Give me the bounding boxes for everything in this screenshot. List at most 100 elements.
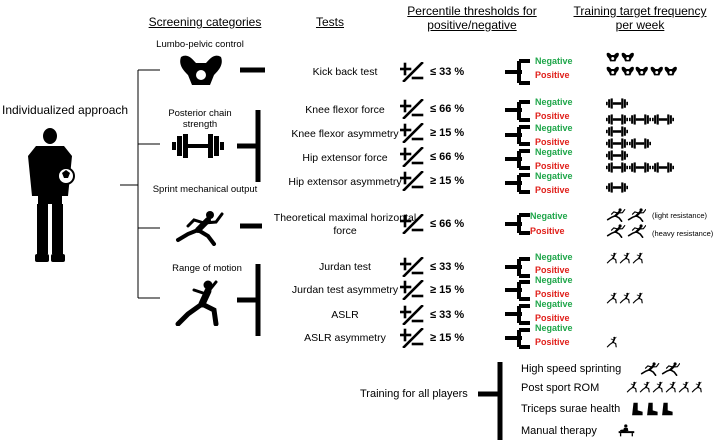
test-name: ASLR (331, 309, 359, 321)
header-tests: Tests (315, 15, 344, 29)
sprinter-icon (640, 362, 660, 376)
sprinter-icon (606, 208, 626, 222)
lunge-stretch-icon (175, 280, 219, 326)
header-thresholds: Percentile thresholds for positive/negat… (407, 4, 537, 32)
lunge-stretch-icon (632, 292, 644, 304)
dumbbell-icon (606, 98, 628, 109)
sprinter-icon (661, 362, 681, 376)
pelvis-icon (621, 66, 635, 76)
lunge-stretch-icon (691, 381, 703, 393)
threshold-value: ≤ 33 % (430, 261, 465, 273)
positive-label: Positive (535, 265, 570, 275)
positive-frequency-icons (606, 336, 618, 348)
positive-frequency-icons (606, 224, 646, 238)
threshold-value: ≥ 15 % (430, 284, 465, 296)
header-training: Training target frequency per week (573, 4, 707, 32)
lunge-stretch-icon (606, 336, 618, 348)
dumbbell-icon (629, 138, 651, 149)
light-resistance-note: (light resistance) (652, 211, 708, 220)
negative-label: Negative (530, 211, 568, 221)
positive-label: Positive (535, 70, 570, 80)
threshold-value: ≥ 15 % (430, 127, 465, 139)
dumbbell-icon (606, 162, 628, 173)
positive-frequency-icons (606, 162, 674, 173)
test-name: ASLR asymmetry (304, 332, 386, 344)
test-name: Theoretical maximal horizontal force (273, 212, 417, 237)
lunge-stretch-icon (619, 252, 631, 264)
lunge-stretch-icon (632, 252, 644, 264)
positive-label: Positive (535, 337, 570, 347)
positive-frequency-icons (606, 138, 651, 149)
pelvis-icon (635, 66, 649, 76)
threshold-value: ≤ 33 % (430, 66, 465, 78)
sprinter-icon (627, 208, 647, 222)
all-players-item-label: Post sport ROM (521, 382, 600, 394)
plus-minus-icon (398, 170, 424, 196)
pelvis-icon (621, 52, 635, 62)
all-players-item-icons (626, 381, 703, 393)
category-label-sprint: Sprint mechanical output (152, 184, 258, 195)
plus-minus-icon (398, 213, 424, 239)
positive-frequency-icons (606, 292, 644, 304)
category-label-rom: Range of motion (172, 263, 242, 274)
foot-icon (645, 402, 659, 416)
test-name: Jurdan test (319, 261, 371, 273)
pelvis-icon (606, 52, 620, 62)
threshold-value: ≤ 33 % (430, 309, 465, 321)
positive-frequency-icons (606, 66, 678, 76)
massage-table-icon (618, 424, 635, 437)
pelvis-icon (664, 66, 678, 76)
negative-label: Negative (535, 123, 573, 133)
all-players-label: Training for all players (360, 388, 468, 400)
positive-frequency-icons (606, 252, 644, 264)
test-name: Kick back test (312, 66, 378, 78)
pelvis-icon (606, 66, 620, 76)
heavy-resistance-note: (heavy resistance) (652, 229, 714, 238)
dumbbell-icon (652, 162, 674, 173)
test-name: Jurdan test asymmetry (291, 284, 399, 296)
dumbbell-icon (606, 126, 628, 137)
plus-minus-icon (398, 122, 424, 148)
all-players-item-icons (618, 424, 635, 437)
dumbbell-icon (629, 114, 651, 125)
soccer-player-icon (28, 128, 75, 262)
threshold-value: ≥ 15 % (430, 175, 465, 187)
lunge-stretch-icon (652, 381, 664, 393)
positive-label: Positive (535, 289, 570, 299)
all-players-item-label: Manual therapy (521, 425, 597, 437)
dumbbell-icon (172, 134, 224, 158)
negative-label: Negative (535, 56, 573, 66)
all-players-item-label: High speed sprinting (521, 363, 622, 375)
negative-label: Negative (535, 171, 573, 181)
pelvis-icon (650, 66, 664, 76)
pelvis-icon (180, 55, 222, 85)
sprinter-icon (627, 224, 647, 238)
negative-label: Negative (535, 323, 573, 333)
dumbbell-icon (606, 114, 628, 125)
foot-icon (660, 402, 674, 416)
plus-minus-icon (398, 304, 424, 330)
lunge-stretch-icon (665, 381, 677, 393)
test-name: Hip extensor asymmetry (288, 176, 402, 188)
all-players-item-icons (640, 362, 680, 376)
positive-label: Positive (535, 313, 570, 323)
lunge-stretch-icon (619, 292, 631, 304)
negative-frequency-icons (606, 98, 628, 109)
lunge-stretch-icon (606, 292, 618, 304)
plus-minus-icon (398, 61, 424, 87)
positive-frequency-icons (606, 114, 674, 125)
header-screening: Screening categories (148, 15, 262, 29)
positive-label: Positive (530, 226, 565, 236)
sprinter-icon (606, 224, 626, 238)
foot-icon (630, 402, 644, 416)
negative-label: Negative (535, 299, 573, 309)
threshold-value: ≤ 66 % (430, 218, 465, 230)
test-name: Knee flexor asymmetry (291, 128, 399, 140)
threshold-value: ≤ 66 % (430, 103, 465, 115)
negative-frequency-icons (606, 52, 634, 62)
approach-label: Individualized approach (2, 103, 129, 117)
dumbbell-icon (606, 150, 628, 161)
all-players-item-icons (630, 402, 674, 416)
